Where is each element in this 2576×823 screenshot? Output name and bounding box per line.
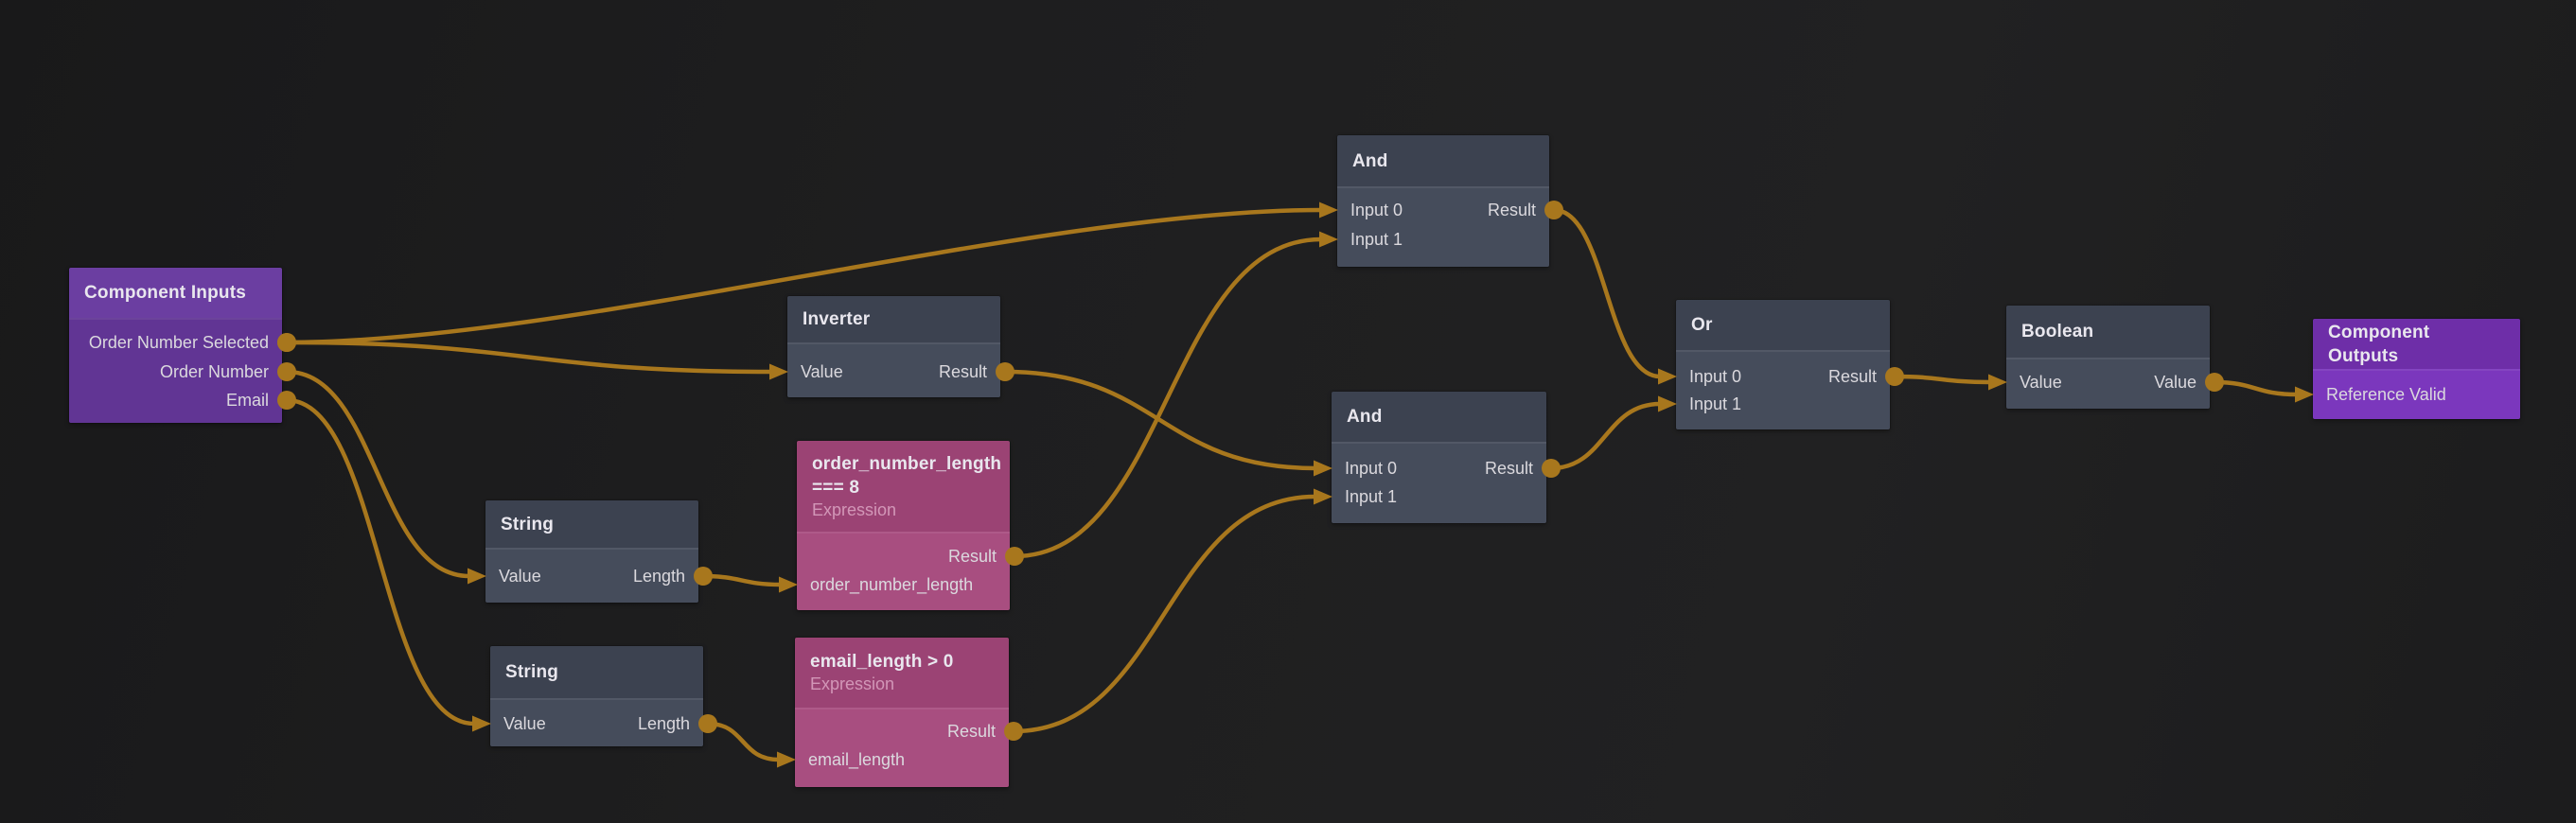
node-body — [485, 548, 698, 603]
input-port-email-length[interactable]: email_length — [795, 745, 1009, 774]
node-body — [490, 698, 703, 746]
port-label: Input 0 — [1350, 201, 1403, 219]
output-port-length[interactable]: Length — [485, 562, 698, 590]
input-port-input-0[interactable]: Input 0 — [1332, 454, 1546, 482]
node-header[interactable]: Component Outputs — [2313, 319, 2520, 369]
port-label: order_number_length — [810, 575, 974, 594]
output-port-value[interactable]: Value — [2006, 368, 2210, 396]
input-port-input-0[interactable]: Input 0 — [1676, 362, 1890, 391]
output-port-result[interactable]: Result — [1676, 362, 1890, 391]
node-title: Component Outputs — [2328, 322, 2430, 366]
port-label: email_length — [808, 750, 906, 769]
node-title: email_length > 0 — [810, 652, 954, 672]
input-port-value[interactable]: Value — [787, 358, 1000, 386]
port-label: Result — [1484, 459, 1533, 478]
output-port-order-number-selected[interactable]: Order Number Selected — [69, 328, 282, 357]
input-port-input-1[interactable]: Input 1 — [1676, 390, 1890, 418]
port-label: Length — [637, 714, 690, 733]
node-header[interactable]: And — [1337, 135, 1549, 186]
node-body — [1337, 186, 1549, 267]
input-port-reference-valid[interactable]: Reference Valid — [2313, 380, 2520, 409]
port-label: Input 1 — [1689, 394, 1742, 413]
port-label: Value — [801, 362, 843, 381]
node-title: order_number_length === 8 — [812, 453, 1002, 498]
node-body — [2006, 358, 2210, 409]
output-port-result[interactable]: Result — [1332, 454, 1546, 482]
port-label: Input 0 — [1345, 459, 1398, 478]
port-label: Reference Valid — [2326, 385, 2446, 404]
output-port-result[interactable]: Result — [797, 542, 1010, 570]
port-label: Result — [938, 362, 987, 381]
node-header[interactable]: Boolean — [2006, 306, 2210, 358]
node-body — [1676, 350, 1890, 429]
input-port-value[interactable]: Value — [2006, 368, 2210, 396]
node-title: String — [501, 514, 555, 534]
node-header[interactable]: email_length > 0 Expression — [795, 638, 1009, 708]
node-body — [1332, 442, 1546, 523]
node-header[interactable]: Inverter — [787, 296, 1000, 342]
port-label: Value — [503, 714, 546, 733]
node-body — [795, 708, 1009, 787]
port-label: Email — [225, 391, 269, 410]
node-header[interactable]: String — [485, 500, 698, 548]
port-label: Result — [947, 547, 997, 566]
port-label: Value — [499, 567, 541, 586]
node-body — [2313, 369, 2520, 419]
input-port-input-1[interactable]: Input 1 — [1332, 482, 1546, 511]
output-port-result[interactable]: Result — [1337, 196, 1549, 224]
node-title: Component Inputs — [84, 283, 247, 303]
output-port-result[interactable]: Result — [795, 717, 1009, 745]
port-label: Order Number Selected — [88, 333, 269, 352]
node-body — [69, 318, 282, 423]
node-title: String — [505, 662, 559, 682]
port-label: Input 1 — [1350, 230, 1403, 249]
output-port-result[interactable]: Result — [787, 358, 1000, 386]
port-label: Result — [1487, 201, 1536, 219]
node-header[interactable]: String — [490, 646, 703, 698]
node-body — [797, 532, 1010, 610]
port-label: Order Number — [159, 362, 269, 381]
output-port-order-number[interactable]: Order Number — [69, 358, 282, 386]
node-header[interactable]: Component Inputs — [69, 268, 282, 318]
node-title: Inverter — [803, 309, 871, 329]
node-header[interactable]: And — [1332, 392, 1546, 442]
port-label: Value — [2020, 373, 2062, 392]
node-header[interactable]: Or — [1676, 300, 1890, 350]
node-title: And — [1352, 150, 1388, 171]
node-expr-email-length[interactable]: email_length > 0 Expression email_length Re… — [795, 638, 1009, 787]
node-title: Boolean — [2021, 322, 2094, 341]
node-title: Or — [1691, 315, 1713, 335]
port-label: Input 0 — [1689, 367, 1742, 386]
port-label: Result — [946, 722, 996, 741]
port-label: Result — [1827, 367, 1877, 386]
node-subtitle: Expression — [812, 499, 897, 519]
input-port-input-1[interactable]: Input 1 — [1337, 225, 1549, 254]
port-label: Length — [632, 567, 685, 586]
node-title: And — [1347, 407, 1383, 427]
input-port-order-number-length[interactable]: order_number_length — [797, 570, 1010, 599]
input-port-value[interactable]: Value — [490, 709, 703, 738]
output-port-email[interactable]: Email — [69, 386, 282, 414]
port-label: Input 1 — [1345, 487, 1398, 506]
port-label: Value — [2154, 373, 2197, 392]
input-port-input-0[interactable]: Input 0 — [1337, 196, 1549, 224]
output-port-length[interactable]: Length — [490, 709, 703, 738]
input-port-value[interactable]: Value — [485, 562, 698, 590]
node-subtitle: Expression — [810, 674, 895, 693]
